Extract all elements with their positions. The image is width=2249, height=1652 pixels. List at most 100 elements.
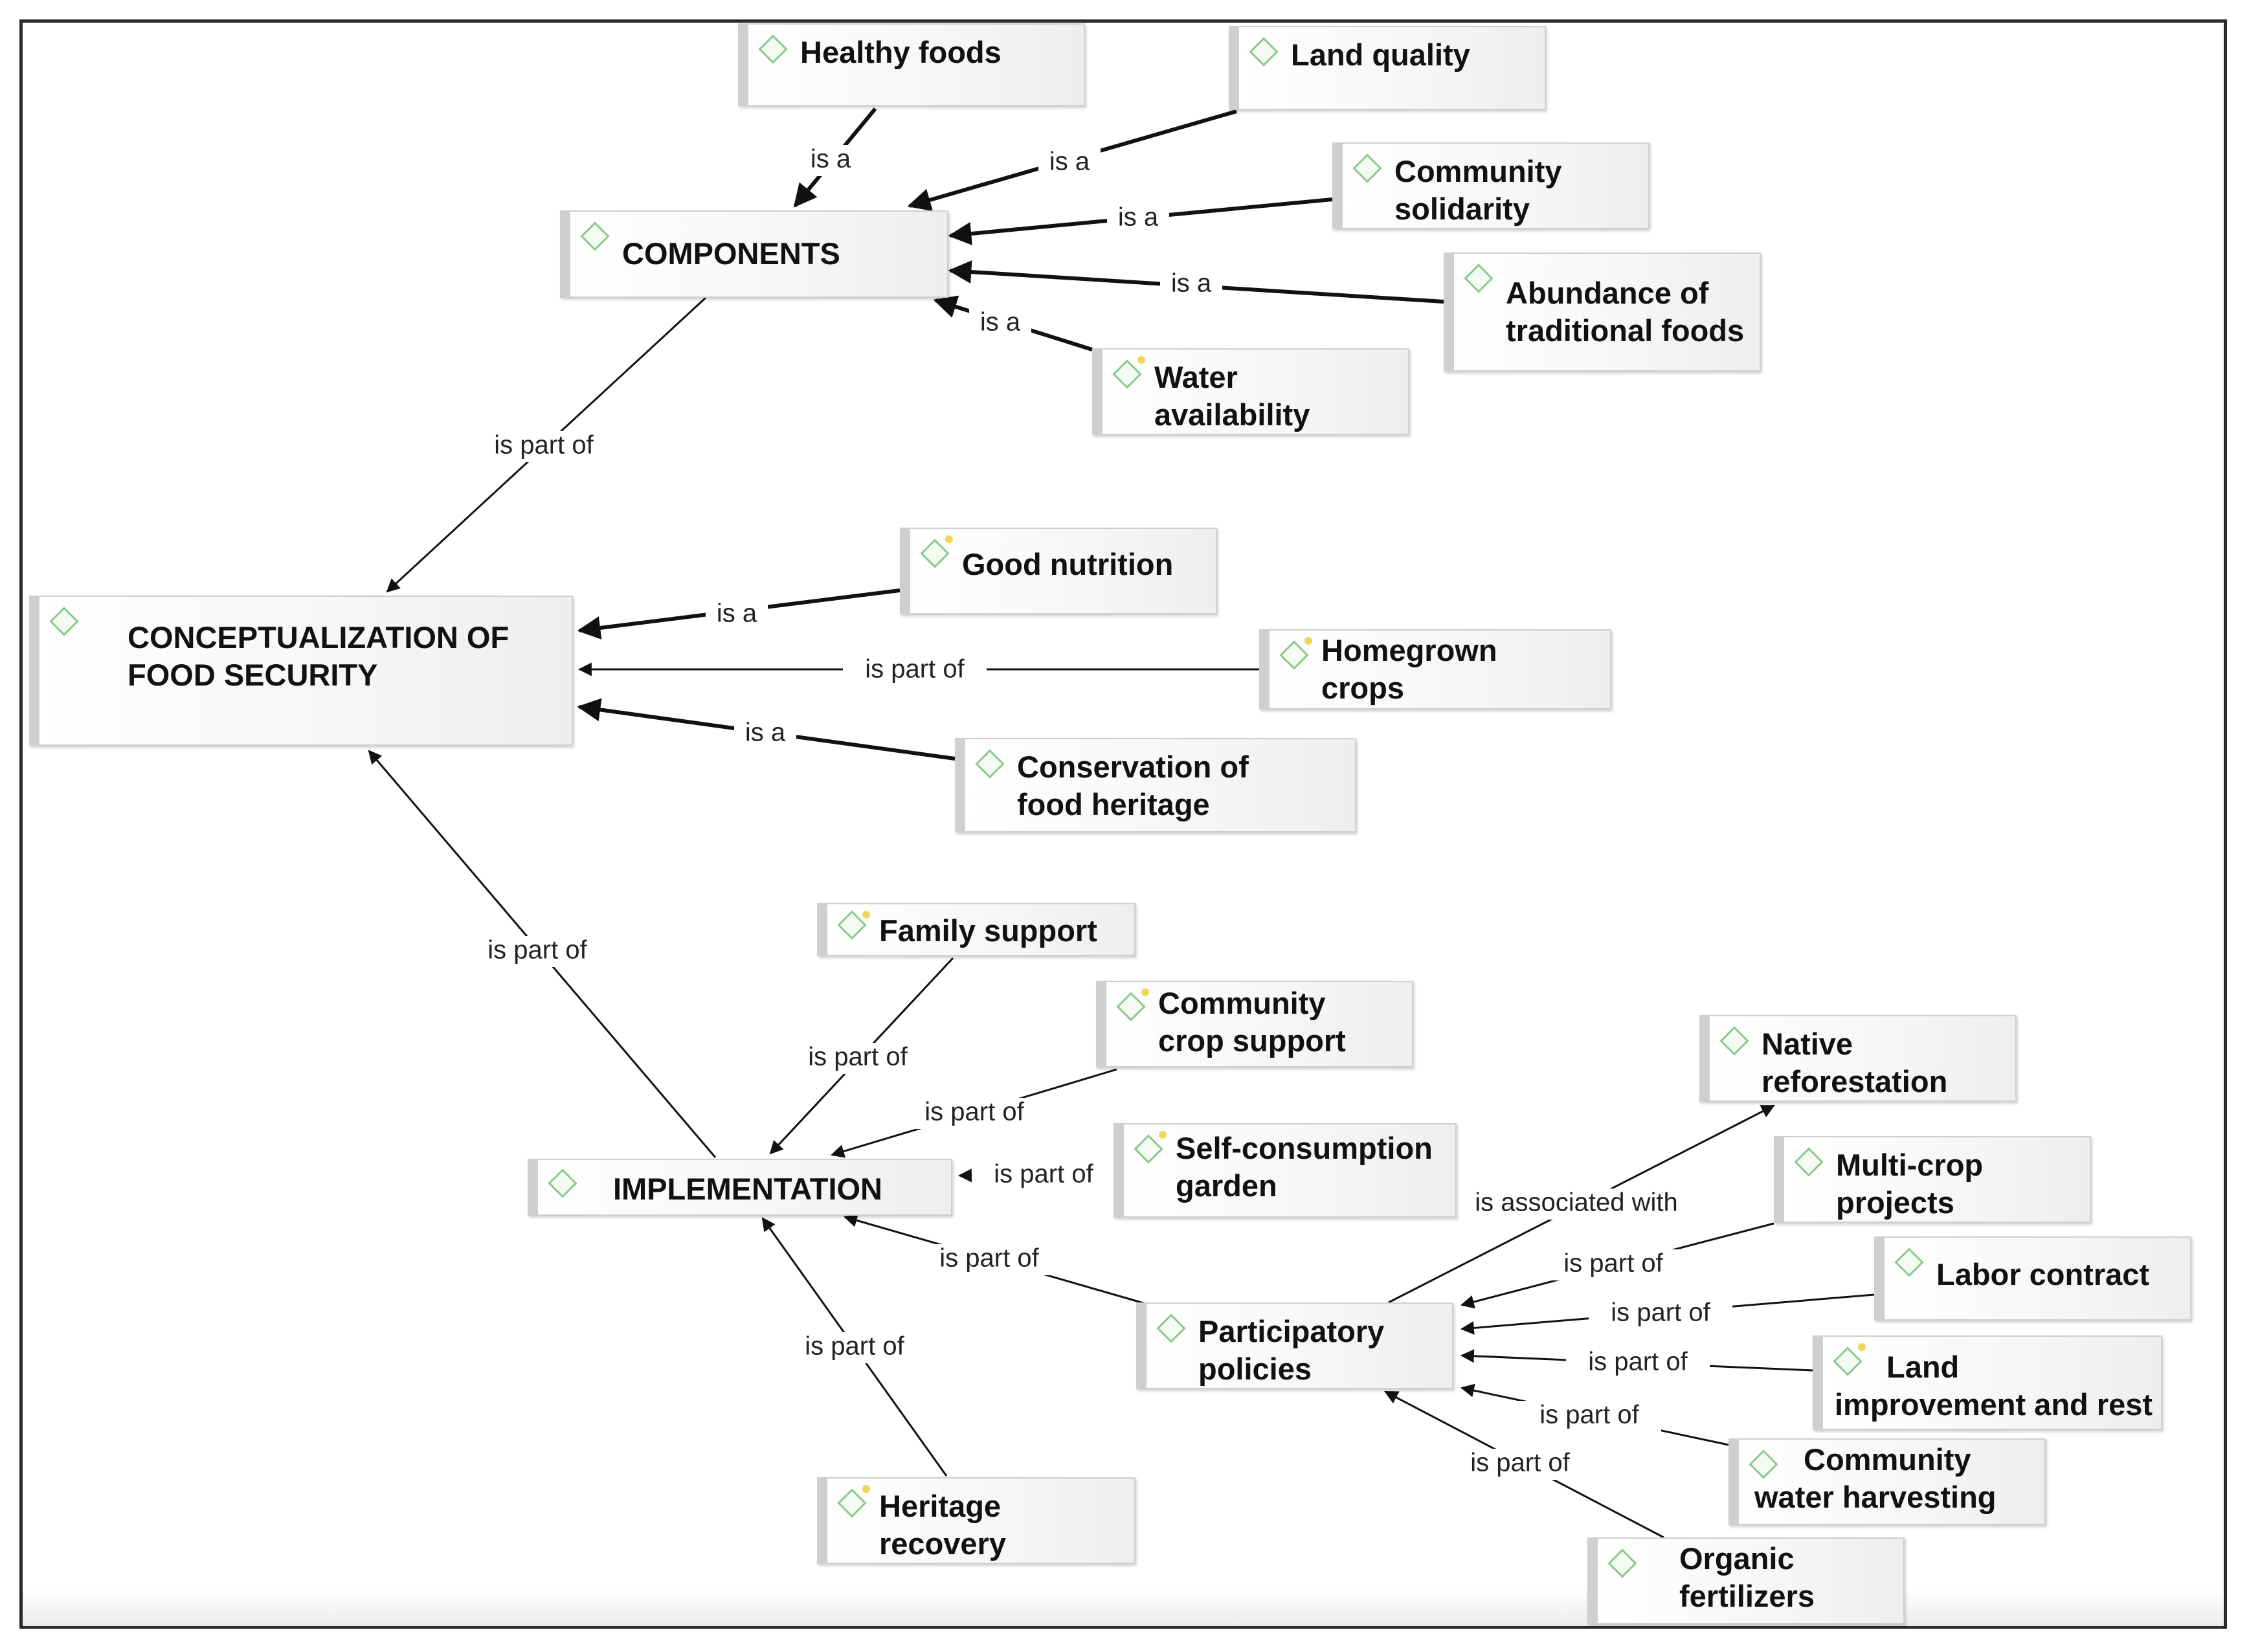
edge-land_quality-to-components[interactable]: is a <box>907 109 1237 212</box>
edge-label: is a <box>717 599 757 628</box>
node-multi-crop-projects[interactable]: Multi-crop projects <box>1774 1136 2091 1223</box>
node-label: Organic fertilizers <box>1679 1541 1815 1613</box>
node-water-availability[interactable]: Water availability <box>1092 348 1409 435</box>
edge-label: is part of <box>1539 1401 1639 1429</box>
note-dot-icon <box>862 1485 870 1493</box>
edge-label-background <box>843 655 987 686</box>
edge-label: is a <box>1171 269 1212 298</box>
node-family-support[interactable]: Family support <box>817 903 1136 956</box>
node-organic-fertilizers[interactable]: Organic fertilizers <box>1587 1537 1905 1624</box>
edge-label: is a <box>811 145 851 173</box>
node-label: Healthy foods <box>800 35 1001 69</box>
node-land-quality[interactable]: Land quality <box>1229 26 1546 110</box>
edge-label-background <box>800 145 862 176</box>
edge-abundance-to-components[interactable]: is a <box>948 260 1444 304</box>
edge-label: is part of <box>808 1043 908 1071</box>
edge-healthy_foods-to-components[interactable]: is a <box>793 107 877 208</box>
edge-label: is a <box>1118 203 1159 232</box>
edge-label: is a <box>1049 148 1090 176</box>
concept-diamond-icon <box>1719 1026 1749 1056</box>
node-community-water-harvesting[interactable]: Community water harvesting <box>1729 1438 2046 1525</box>
node-label: Community solidarity <box>1394 154 1562 226</box>
edge-self_consumption-to-implementation[interactable]: is part of <box>957 1160 1115 1191</box>
node-label: Water availability <box>1154 360 1310 432</box>
concept-diamond-icon <box>1464 263 1494 293</box>
concept-diamond-icon <box>1794 1147 1824 1177</box>
edge-water_availability-to-components[interactable]: is a <box>933 295 1093 352</box>
edge-label-background <box>1517 1401 1661 1432</box>
concept-diamond-icon <box>1607 1548 1637 1578</box>
edge-label: is part of <box>494 431 594 460</box>
node-abundance-traditional-foods[interactable]: Abundance of traditional foods <box>1444 252 1761 372</box>
concept-diamond-icon <box>49 607 79 636</box>
edge-multi_crop-to-participatory[interactable]: is part of <box>1460 1222 1774 1309</box>
edge-family_support-to-implementation[interactable]: is part of <box>769 957 954 1155</box>
node-healthy-foods[interactable]: Healthy foods <box>738 23 1085 106</box>
edge-homegrown-to-conceptualization[interactable]: is part of <box>577 655 1259 686</box>
node-label: Self-consumption garden <box>1176 1131 1433 1203</box>
node-community-crop-support[interactable]: Community crop support <box>1096 981 1413 1067</box>
node-components[interactable]: COMPONENTS <box>560 210 948 298</box>
node-self-consumption-garden[interactable]: Self-consumption garden <box>1113 1123 1457 1218</box>
edge-good_nutrition-to-conceptualization[interactable]: is a <box>577 588 901 640</box>
edge-label: is part of <box>805 1332 904 1361</box>
node-implementation[interactable]: IMPLEMENTATION <box>528 1159 952 1216</box>
edge-label: is part of <box>939 1244 1039 1273</box>
node-good-nutrition[interactable]: Good nutrition <box>900 528 1217 614</box>
edge-participatory-to-native_reforestation[interactable]: is associated with <box>1388 1104 1775 1304</box>
node-community-solidarity[interactable]: Community solidarity <box>1332 142 1650 229</box>
node-label: Participatory policies <box>1198 1314 1385 1386</box>
concept-diamond-icon <box>1112 359 1142 389</box>
node-native-reforestation[interactable]: Native reforestation <box>1699 1015 2017 1102</box>
edge-label-background <box>472 431 616 462</box>
edge-label-background <box>902 1098 1046 1129</box>
note-dot-icon <box>1159 1131 1167 1139</box>
edge-land_improvement-to-participatory[interactable]: is part of <box>1460 1348 1813 1379</box>
node-label: Community crop support <box>1158 986 1346 1058</box>
edge-label: is part of <box>1588 1348 1688 1376</box>
node-label: IMPLEMENTATION <box>613 1172 883 1206</box>
edge-community_water-to-participatory[interactable]: is part of <box>1460 1383 1729 1446</box>
node-label: Conservation of food heritage <box>1017 750 1249 821</box>
edge-label: is part of <box>487 936 587 965</box>
concept-diamond-icon <box>1279 640 1309 670</box>
concept-diamond-icon <box>580 221 610 251</box>
edge-label-background <box>1450 1189 1703 1220</box>
edge-implementation-to-conceptualization[interactable]: is part of <box>368 750 717 1158</box>
edge-labor_contract-to-participatory[interactable]: is part of <box>1460 1293 1875 1335</box>
note-dot-icon <box>945 535 953 543</box>
edge-label: is part of <box>1563 1249 1663 1278</box>
edge-label-background <box>917 1244 1061 1275</box>
node-label: Abundance of traditional foods <box>1506 276 1745 348</box>
edge-components-to-conceptualization[interactable]: is part of <box>386 296 707 593</box>
concept-diamond-icon <box>1156 1313 1186 1343</box>
node-conceptualization-of-food-security[interactable]: CONCEPTUALIZATION OF FOOD SECURITY <box>29 596 573 746</box>
node-land-improvement-and-rest[interactable]: Land improvement and rest <box>1813 1335 2162 1430</box>
concept-diamond-icon <box>1249 37 1279 67</box>
node-participatory-policies[interactable]: Participatory policies <box>1136 1302 1453 1389</box>
edge-label-background <box>786 1043 930 1074</box>
edge-label: is a <box>980 308 1021 337</box>
node-conservation-of-food-heritage[interactable]: Conservation of food heritage <box>955 738 1356 832</box>
edge-participatory-to-implementation[interactable]: is part of <box>843 1214 1147 1305</box>
edge-community_solidarity-to-components[interactable]: is a <box>948 197 1333 245</box>
node-label: COMPONENTS <box>622 236 840 271</box>
edge-label-background <box>1107 203 1169 234</box>
edge-label: is part of <box>994 1160 1093 1189</box>
edge-organic_fertilizers-to-participatory[interactable]: is part of <box>1384 1390 1664 1539</box>
node-labor-contract[interactable]: Labor contract <box>1874 1236 2191 1321</box>
concept-diamond-icon <box>1134 1134 1163 1164</box>
edge-heritage_recovery-to-implementation[interactable]: is part of <box>761 1217 948 1477</box>
node-label: Land quality <box>1291 38 1470 72</box>
edge-community_crop-to-implementation[interactable]: is part of <box>830 1068 1117 1158</box>
node-homegrown-crops[interactable]: Homegrown crops <box>1259 629 1611 709</box>
edge-conservation-to-conceptualization[interactable]: is a <box>577 698 956 761</box>
edge-label-background <box>734 719 796 750</box>
edge-label-background <box>1160 269 1222 300</box>
edge-label-background <box>1589 1299 1732 1330</box>
node-label: Heritage recovery <box>879 1489 1006 1561</box>
node-label: Multi-crop projects <box>1836 1148 1984 1220</box>
node-heritage-recovery[interactable]: Heritage recovery <box>817 1477 1136 1564</box>
concept-diamond-icon <box>548 1168 577 1198</box>
